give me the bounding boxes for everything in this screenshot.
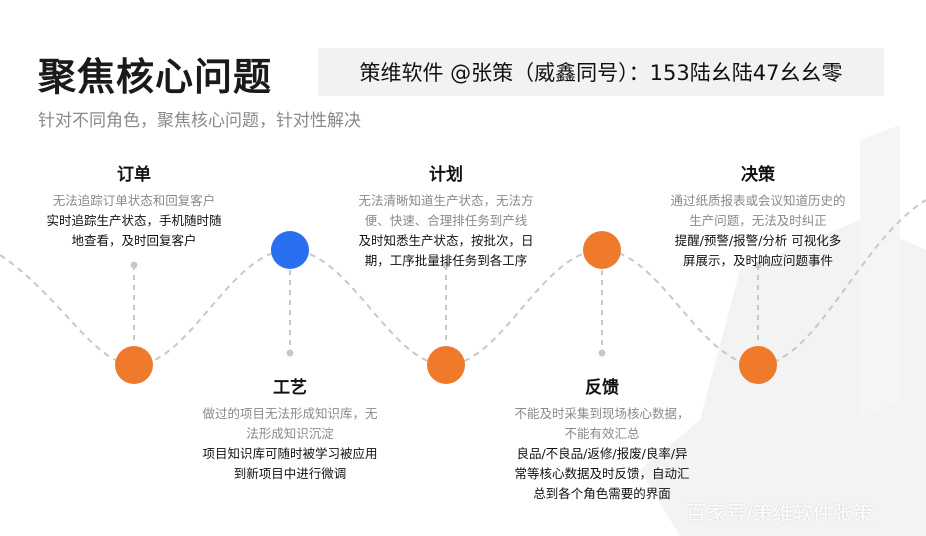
block-feedback-solution-2: 常等核心数据及时反馈，自动汇 [514, 466, 690, 481]
block-process-problem-1: 做过的项目无法形成知识库，无 [202, 406, 378, 421]
block-decision-problem-2: 生产问题，无法及时纠正 [689, 213, 827, 228]
block-process-title: 工艺 [273, 378, 307, 398]
node-feedback [583, 231, 621, 269]
block-decision-solution-2: 屏展示，及时响应问题事件 [682, 253, 833, 268]
node-process [271, 231, 309, 269]
block-plan-solution-2: 期，工序批量排任务到各工序 [364, 253, 528, 268]
block-decision: 决策 通过纸质报表或会议知道历史的 生产问题，无法及时纠正 提醒/预警/报警/分… [648, 160, 868, 271]
connector-process-dot [286, 349, 294, 357]
block-plan-title: 计划 [429, 165, 463, 185]
bg-bar-shape [860, 125, 900, 420]
block-order-solution-1: 实时追踪生产状态，手机随时随 [46, 213, 222, 228]
block-process-solution-2: 到新项目中进行微调 [233, 466, 347, 481]
block-decision-title: 决策 [741, 165, 775, 185]
connector-order-dot [130, 261, 138, 269]
block-feedback-title: 反馈 [585, 378, 619, 398]
node-plan [427, 346, 465, 384]
contact-watermark-box: 策维软件 @张策（威鑫同号）：153陆幺陆47幺幺零 [318, 48, 884, 96]
node-order [115, 346, 153, 384]
block-plan-problem-2: 便、快速、合理排任务到产线 [364, 213, 528, 228]
block-feedback-solution-3: 总到各个角色需要的界面 [533, 486, 671, 501]
connector-feedback-dot [598, 349, 606, 357]
block-process: 工艺 做过的项目无法形成知识库，无 法形成知识沉淀 项目知识库可随时被学习被应用… [180, 373, 400, 484]
block-plan: 计划 无法清晰知道生产状态，无法方 便、快速、合理排任务到产线 及时知悉生产状态… [336, 160, 556, 271]
block-order-title: 订单 [117, 165, 151, 185]
bg-hexagon-shape [640, 220, 926, 536]
page-title: 聚焦核心问题 [38, 55, 273, 99]
block-feedback-problem-1: 不能及时采集到现场核心数据， [514, 406, 690, 421]
block-plan-solution-1: 及时知悉生产状态，按批次，日 [358, 233, 534, 248]
block-process-solution-1: 项目知识库可随时被学习被应用 [202, 446, 378, 461]
block-process-problem-2: 法形成知识沉淀 [246, 426, 334, 441]
block-order-problem: 无法追踪订单状态和回复客户 [52, 193, 216, 208]
block-order: 订单 无法追踪订单状态和回复客户 实时追踪生产状态，手机随时随 地查看，及时回复… [26, 160, 242, 251]
page-subtitle: 针对不同角色，聚焦核心问题，针对性解决 [38, 111, 361, 131]
block-decision-solution-1: 提醒/预警/报警/分析 可视化多 [674, 233, 842, 248]
node-decision [739, 346, 777, 384]
footer-watermark: 百家号/策维软件张策 [686, 501, 873, 525]
block-feedback-problem-2: 不能有效汇总 [564, 426, 640, 441]
connector-decision-dot [754, 261, 762, 269]
block-feedback: 反馈 不能及时采集到现场核心数据， 不能有效汇总 良品/不良品/返修/报废/良率… [492, 373, 712, 504]
block-order-solution-2: 地查看，及时回复客户 [71, 233, 197, 248]
block-feedback-solution-1: 良品/不良品/返修/报废/良率/异 [516, 446, 688, 461]
block-decision-problem-1: 通过纸质报表或会议知道历史的 [670, 193, 846, 208]
block-plan-problem-1: 无法清晰知道生产状态，无法方 [358, 193, 534, 208]
connector-plan-dot [442, 261, 450, 269]
